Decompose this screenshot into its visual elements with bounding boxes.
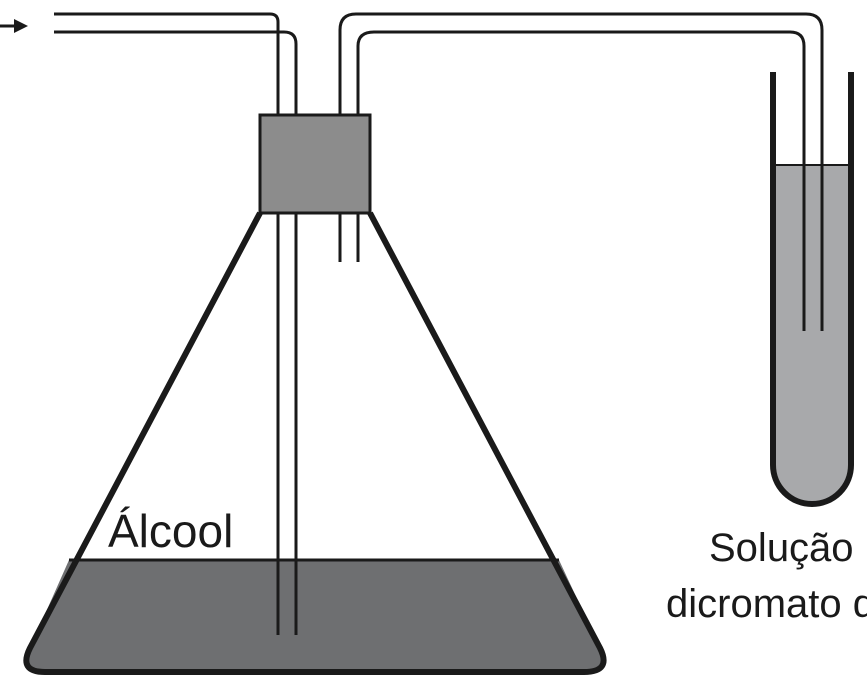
arrow-right-icon [0,19,28,33]
test-tube [770,72,854,507]
erlenmeyer-flask [23,211,607,675]
outlet-tube-submerged [802,165,824,331]
inlet-tube [54,12,298,635]
test-tube-solution [773,165,851,504]
rubber-stopper [258,113,372,215]
outlet-tube [338,12,824,331]
label-solution-line1: Solução [709,526,854,570]
flask-liquid [26,560,604,672]
label-alcohol: Álcool [108,505,234,557]
label-solution-line2: dicromato d [666,582,867,626]
